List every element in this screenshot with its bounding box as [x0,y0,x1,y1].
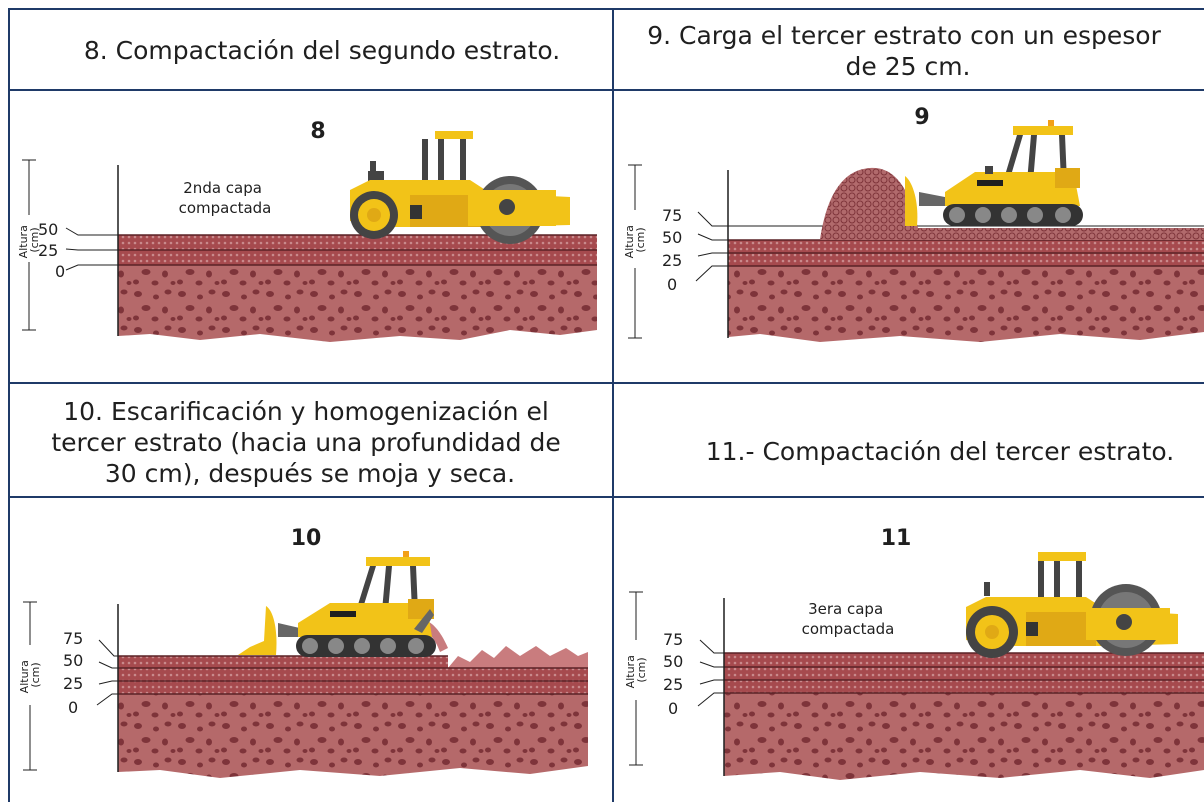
subgrade-soil [118,694,588,778]
scarified-material [414,619,588,668]
tick-leader-lines [697,639,724,707]
tick-label: 0 [55,262,65,281]
subgrade-soil [728,266,1204,342]
tick-label: 25 [63,674,83,693]
tick-label: 75 [663,630,683,649]
tick-label: 0 [68,698,78,717]
step-number: 10 [291,526,322,551]
compacted-layer-1 [728,253,1204,266]
tick-label: 50 [663,652,683,671]
compacted-layer-1 [118,681,588,694]
compacted-layer-1 [118,250,597,265]
compacted-layer-1 [724,680,1204,693]
tick-label: 25 [38,241,58,260]
tick-label: 50 [662,228,682,247]
grid-frame [8,8,1204,802]
step-8-header: 8. Compactación del segundo estrato. [84,36,560,65]
panel-step-11: 11 Altura (cm) 75 50 25 0 3era capa com [624,526,1204,780]
step-number: 11 [881,526,912,551]
panel-step-9: 9 Altura (cm) 75 50 25 0 [623,105,1204,342]
subgrade-soil [118,265,597,342]
bulldozer-icon [905,120,1083,226]
panel-step-8: 8 Altura (cm) 50 25 0 2nda capa compacta… [17,119,597,342]
compacted-layer-3 [724,653,1204,667]
compacted-layer-2 [728,240,1204,253]
tick-label: 0 [668,699,678,718]
compacted-layer-2 [118,668,588,681]
bulldozer-icon [238,551,436,657]
tick-label: 50 [38,220,58,239]
height-axis-label: Altura (cm) [17,222,41,259]
step-number: 8 [310,119,325,144]
step-number: 9 [914,105,929,130]
height-axis [22,159,36,331]
tick-label: 0 [667,275,677,294]
height-axis [628,164,642,339]
roller-icon [350,131,570,244]
height-axis-label: Altura (cm) [624,652,648,689]
step-11-header: 11.- Compactación del tercer estrato. [706,437,1174,466]
tick-label: 25 [662,251,682,270]
step-9-header: 9. Carga el tercer estrato con un espeso… [647,21,1169,81]
tick-label: 25 [663,675,683,694]
tick-label: 75 [662,206,682,225]
tick-label: 50 [63,651,83,670]
panel-step-10: 10 Altura (cm) 75 50 25 0 [18,526,588,778]
tick-leader-lines [96,639,118,706]
roller-icon [966,552,1178,658]
scarified-layer-3 [118,656,448,668]
height-axis-label: Altura (cm) [623,222,647,259]
tick-label: 75 [63,629,83,648]
height-axis-label: Altura (cm) [18,657,42,694]
compacted-layer-2 [118,235,597,250]
compacted-layer-2 [724,667,1204,680]
layer-note: 2nda capa compactada [179,179,272,217]
layer-note: 3era capa compactada [802,600,895,638]
height-axis [23,601,37,771]
subgrade-soil [724,693,1204,780]
step-10-header: 10. Escarificación y homogenización el t… [51,397,568,488]
height-axis [629,591,643,766]
tick-leader-lines [65,227,118,271]
